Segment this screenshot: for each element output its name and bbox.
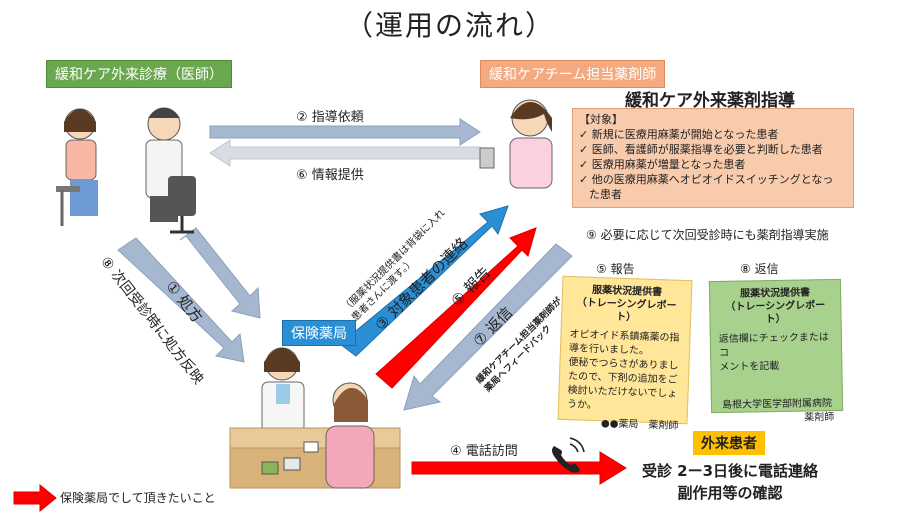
- legend-text: 保険薬局でして頂きたいこと: [60, 491, 216, 505]
- arrow-step3: [339, 205, 509, 357]
- report-card: 服薬状況提供書 （トレーシングレポート） オピオイド系鎮痛薬の指 導を行いました…: [557, 275, 693, 432]
- reply-card-body: 返信欄にチェックまたはコ メントを記載: [719, 331, 834, 375]
- pharmacy-patient-figure: [325, 382, 375, 489]
- target-box: 【対象】 ✓ 新規に医療用麻薬が開始となった患者 ✓ 医師、看護師が服薬指導を必…: [572, 108, 854, 208]
- reply-line: メントを記載: [719, 360, 780, 373]
- pharmacist-figure: [479, 99, 553, 189]
- reply-card-title: 服薬状況提供書 （トレーシングレポート）: [718, 286, 833, 327]
- arrow-step8: [117, 237, 245, 363]
- step6-label: ⑥ 情報提供: [296, 168, 364, 183]
- report-card-title: 服薬状況提供書 （トレーシングレポート）: [570, 283, 683, 326]
- arrow-step5: [375, 227, 537, 389]
- call-result-line: 副作用等の確認: [677, 484, 783, 502]
- target-item: ✓ 他の医療用麻薬へオピオイドスイッチングとなっ: [579, 173, 834, 186]
- reply-line: 返信欄にチェックまたはコ: [718, 332, 829, 359]
- target-item: た患者: [589, 188, 622, 201]
- step5-report-label: ⑤ 報告: [596, 262, 635, 276]
- page-title: （運用の流れ）: [344, 9, 555, 42]
- arrow-step6: [209, 139, 481, 167]
- report-card-title-line: （トレーシングレポート）: [576, 297, 677, 324]
- step4-label: ④ 電話訪問: [450, 444, 518, 459]
- step8-reply-label: ⑧ 返信: [740, 262, 779, 276]
- reply-card: 服薬状況提供書 （トレーシングレポート） 返信欄にチェックまたはコ メントを記載…: [708, 278, 844, 424]
- target-heading: 【対象】: [579, 113, 623, 126]
- arrow-step7: [403, 243, 573, 411]
- arrow-step2: [209, 118, 481, 146]
- reply-sign-line: 薬剤師: [804, 411, 835, 424]
- outpatient-label: 外来患者: [693, 431, 765, 455]
- target-item: ✓ 医師、看護師が服薬指導を必要と判断した患者: [579, 143, 823, 156]
- doctor-figure: [145, 107, 196, 234]
- reply-card-sign: 島根大学医学部附属病院 薬剤師: [720, 397, 834, 427]
- phone-icon: [552, 437, 585, 473]
- program-title: 緩和ケア外来薬剤指導: [625, 91, 795, 111]
- pharmacy-staff-figure: [261, 347, 305, 433]
- step2-label: ② 指導依頼: [296, 110, 364, 125]
- clinic-label: 緩和ケア外来診療（医師）: [46, 60, 232, 88]
- pharmacist-label: 緩和ケアチーム担当薬剤師: [480, 60, 666, 88]
- insurance-pharmacy-label: 保険薬局: [282, 320, 356, 346]
- call-result: 受診 2ー3日後に電話連絡 副作用等の確認: [640, 460, 820, 504]
- report-card-body: オピオイド系鎮痛薬の指 導を行いました。 便秘でつらさがありまし たので、下剤の…: [567, 328, 682, 416]
- clinic-patient-figure: [56, 108, 98, 226]
- step9-note: ⑨ 必要に応じて次回受診時にも薬剤指導実施: [586, 228, 829, 242]
- reply-card-title-line: （トレーシングレポート）: [725, 300, 826, 326]
- target-item: ✓ 医療用麻薬が増量となった患者: [579, 158, 746, 171]
- arrow-step1: [179, 227, 261, 319]
- arrow-step4: [411, 451, 627, 485]
- target-item: ✓ 新規に医療用麻薬が開始となった患者: [579, 128, 779, 141]
- call-result-line: 受診 2ー3日後に電話連絡: [641, 462, 819, 480]
- legend-arrow: [13, 483, 57, 513]
